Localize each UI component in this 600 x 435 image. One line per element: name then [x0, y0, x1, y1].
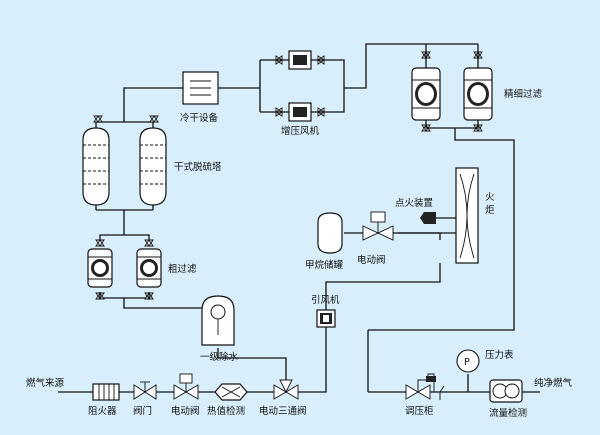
fine-filter-label: 精细过滤 [504, 88, 543, 100]
booster-fan-label: 增压风机 [281, 125, 320, 137]
flame-arrester-icon [92, 383, 120, 401]
flow-detector-label: 流量检测 [489, 407, 527, 419]
pressure-gauge-icon: P [456, 349, 480, 373]
methane-tank-label: 甲烷储罐 [305, 259, 344, 271]
ignition-device-icon [420, 212, 436, 224]
cold-dryer-label: 冷干设备 [180, 112, 219, 124]
motor-valve-lower-label: 电动阀 [171, 405, 200, 417]
primary-dewater-label: 一级除水 [200, 351, 239, 363]
induced-fan-icon [316, 309, 336, 328]
pressure-cabinet-label: 调压柜 [405, 405, 434, 417]
desulfurization-tower-label: 干式脱硫塔 [174, 161, 222, 173]
gate-valve-icon [133, 381, 157, 400]
booster-fan-icon [288, 50, 312, 122]
calorific-detector-label: 热值检测 [207, 405, 245, 417]
motor-valve-upper-label: 电动阀 [357, 254, 386, 266]
motor-valve-lower-icon [173, 373, 199, 400]
torch-icon [455, 167, 479, 264]
clean-gas-label: 纯净燃气 [534, 377, 573, 389]
flow-meter-icon [489, 379, 523, 403]
dewater-tank-icon [201, 295, 235, 346]
ignition-device-label: 点火装置 [395, 197, 433, 209]
cold-dryer-icon [182, 71, 219, 105]
induced-fan-label: 引风机 [311, 294, 340, 306]
three-way-valve-icon [273, 379, 299, 400]
motor-valve-upper-icon [362, 211, 394, 241]
pressure-gauge-label: 压力表 [485, 349, 514, 361]
pipelines [58, 43, 540, 393]
torch-label-1: 火炬 [485, 192, 495, 216]
methane-tank-icon [317, 212, 343, 254]
valve-label: 阀门 [133, 405, 152, 417]
coarse-filter-icon [87, 248, 162, 288]
three-way-valve-label: 电动三通阀 [259, 405, 307, 417]
coarse-filter-label: 粗过滤 [168, 263, 197, 275]
fine-filter-icon [411, 67, 493, 121]
pressure-gauge-symbol: P [464, 357, 470, 368]
desulfurization-tower-icon [82, 127, 167, 206]
flame-arrester-label: 阻火器 [88, 406, 117, 417]
calorific-detector-icon [214, 383, 248, 401]
gas-source-label: 燃气来源 [26, 377, 65, 389]
pressure-cabinet-icon [405, 373, 445, 400]
